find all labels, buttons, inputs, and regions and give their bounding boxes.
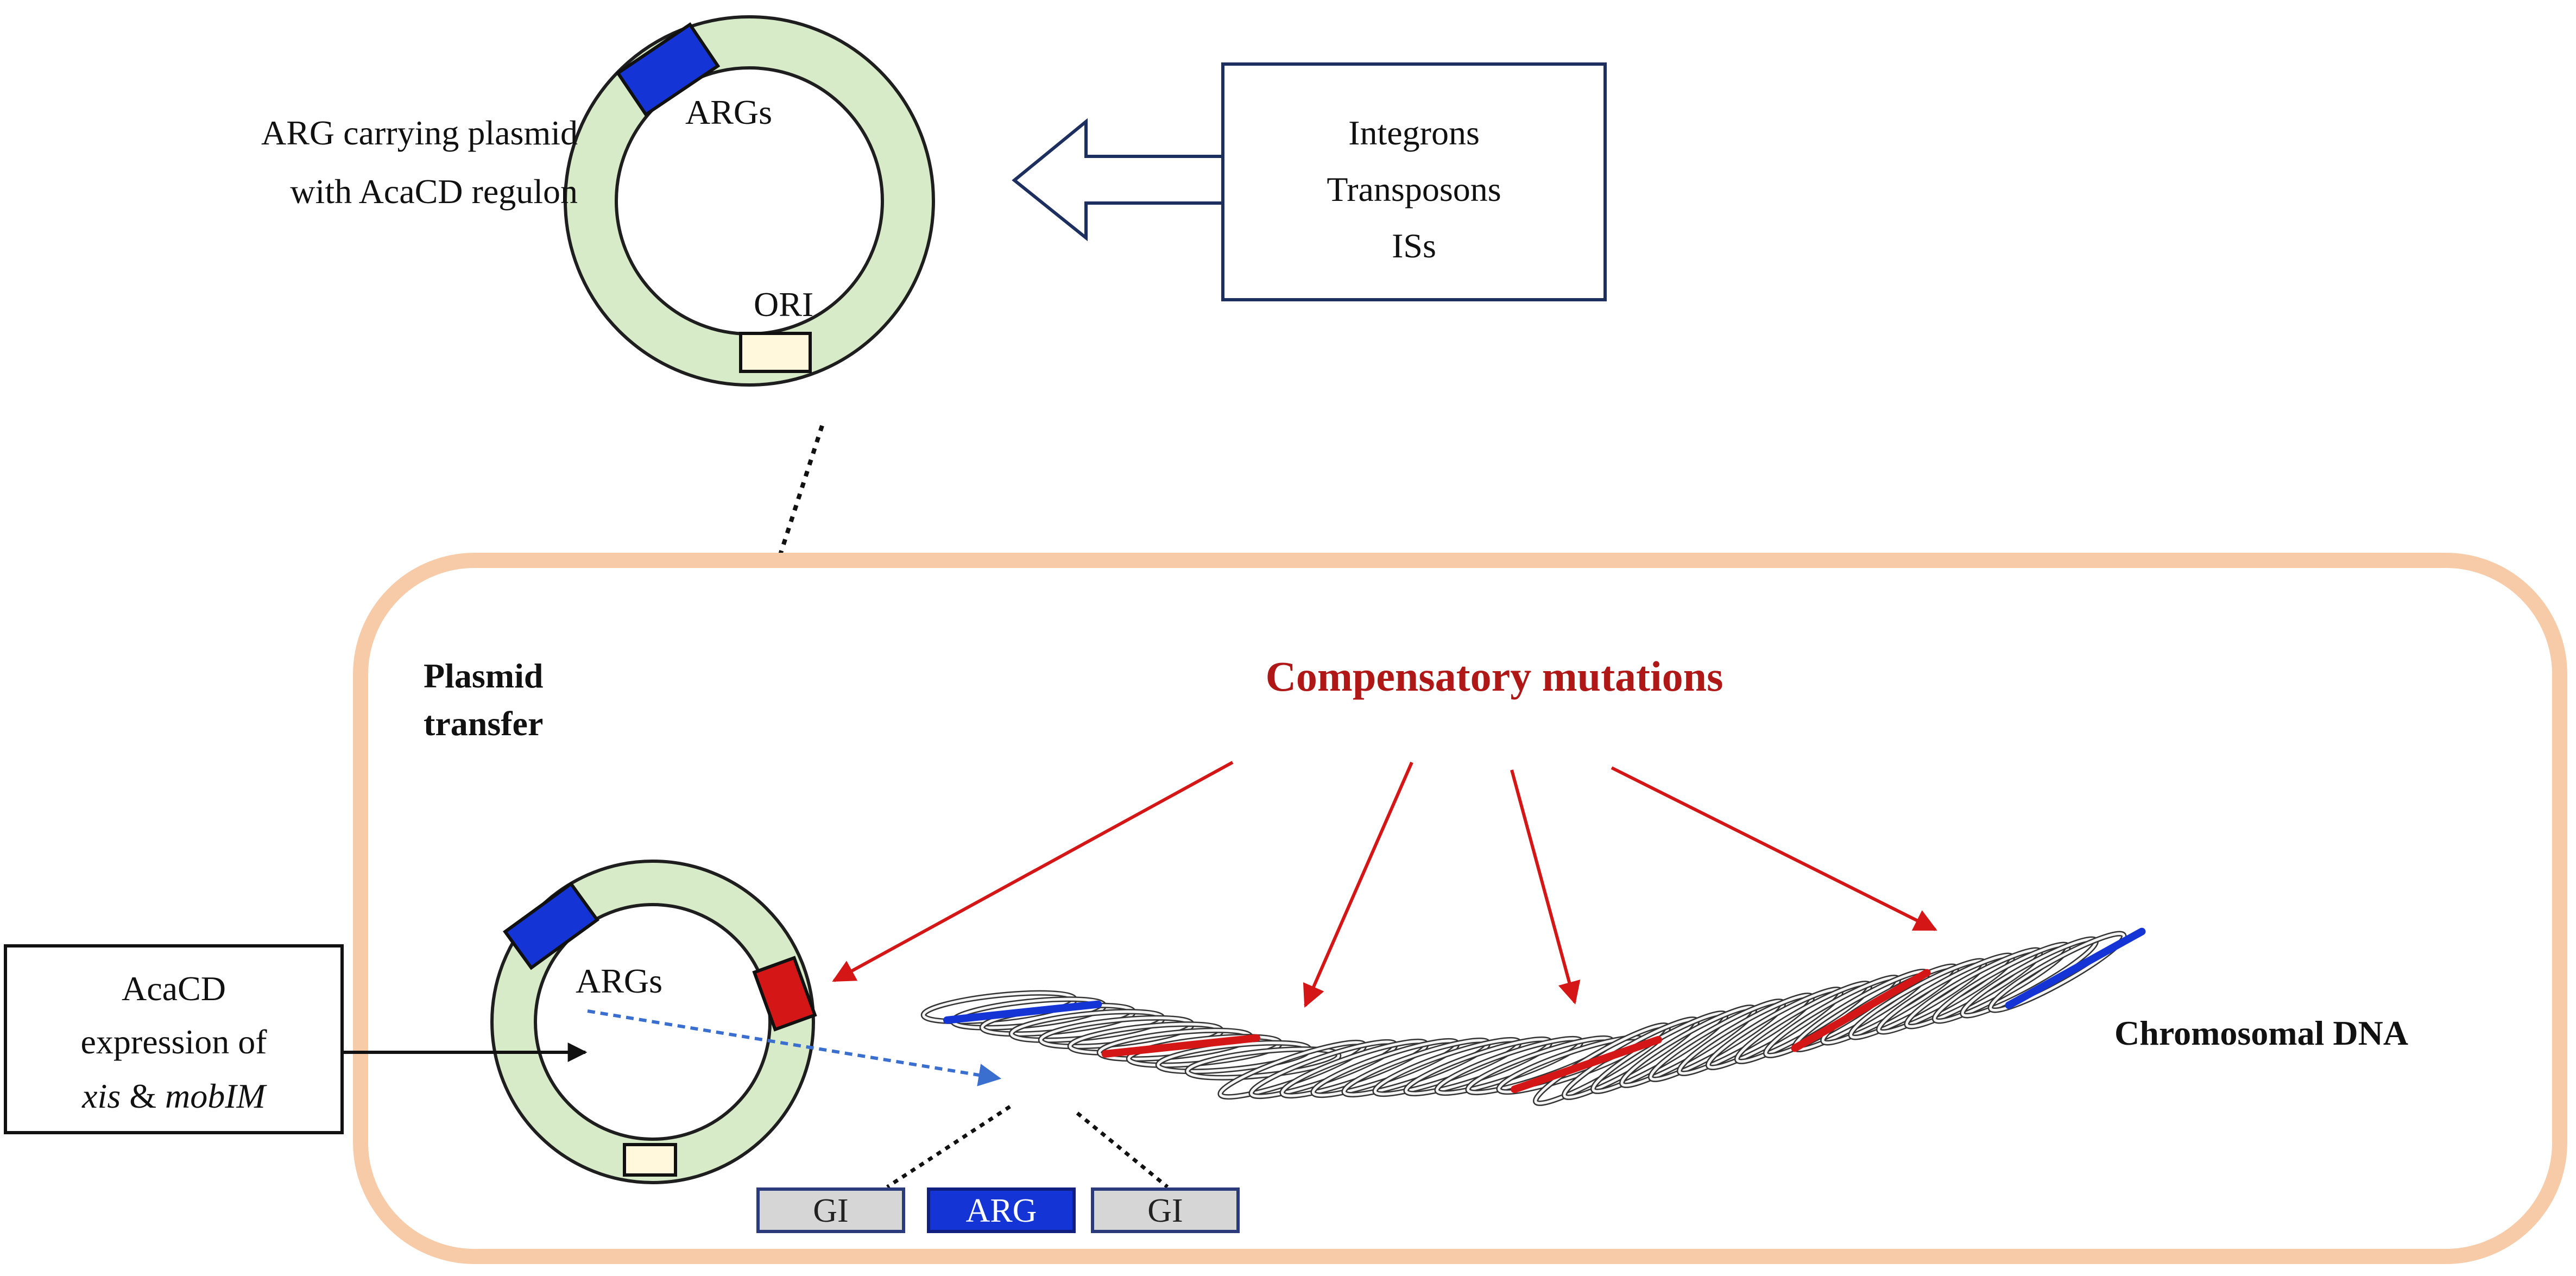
cassette-gi-right-label: GI <box>1147 1192 1183 1229</box>
top-plasmid-arg-segment <box>615 22 721 117</box>
mutation-arrow-plasmid <box>832 761 1234 982</box>
gene-cassette: GI ARG GI <box>756 1187 1240 1233</box>
cassette-pointer-right <box>1076 1111 1169 1189</box>
inner-plasmid-arg-segment <box>503 881 599 970</box>
dna-mutation-mark <box>1791 969 1931 1052</box>
mobile-elements-box <box>1221 62 1607 301</box>
mutation-arrow-site1 <box>1303 761 1413 1008</box>
top-plasmid-ori-segment <box>739 332 812 373</box>
plasmid-transfer-label-line1: Plasmid <box>424 656 543 695</box>
chromosomal-dna-label: Chromosomal DNA <box>2114 1014 2408 1052</box>
expression-box <box>4 944 344 1134</box>
dna-coil <box>1186 1047 1340 1079</box>
top-plasmid-ori-label: ORI <box>754 285 813 324</box>
expression-line2: expression of <box>80 1022 267 1061</box>
inner-plasmid-ori-segment <box>623 1143 677 1177</box>
dna-arg-insertion-mark <box>943 1000 1102 1024</box>
inner-plasmid: ARGs <box>490 860 817 1184</box>
expression-connector: & <box>121 1077 165 1115</box>
cassette-gi-right <box>1091 1187 1240 1233</box>
expression-mobim: mobIM <box>165 1077 268 1115</box>
dna-mutation-mark <box>1511 1035 1662 1094</box>
top-plasmid-arg-label: ARGs <box>685 93 772 131</box>
cassette-pointer-left <box>886 1105 1011 1189</box>
cassette-arg-label: ARG <box>966 1192 1037 1229</box>
expression-line3: xis & mobIM <box>81 1077 267 1115</box>
top-plasmid-caption-line1: ARG carrying plasmid <box>261 113 578 152</box>
plasmid-transfer-arrow <box>680 425 824 850</box>
arg-insertion-arrow <box>587 1009 1002 1087</box>
compensatory-mutations-title: Compensatory mutations <box>1266 653 1723 700</box>
inner-plasmid-mutation-segment <box>752 956 817 1032</box>
mutation-arrow-site3 <box>1611 766 1937 931</box>
cell-boundary <box>353 553 2567 1264</box>
expression-xis: xis <box>81 1077 121 1115</box>
mutation-arrow-site2 <box>1510 769 1581 1005</box>
dna-arg-insertion-mark <box>2005 927 2146 1009</box>
cassette-arg <box>927 1187 1076 1233</box>
cassette-gi-left <box>756 1187 905 1233</box>
hollow-arrow <box>1012 118 1227 242</box>
dna-mutation-mark <box>1101 1034 1260 1058</box>
expression-line1: AcaCD <box>122 969 226 1008</box>
chromosomal-dna-helix <box>920 927 2146 1106</box>
mobile-elements-line1: Integrons <box>1348 113 1480 152</box>
mobile-elements-line2: Transposons <box>1327 170 1501 209</box>
plasmid-transfer-label-line2: transfer <box>424 704 543 743</box>
dna-coil <box>1989 932 2126 1012</box>
cassette-gi-left-label: GI <box>813 1192 848 1229</box>
mobile-elements-line3: ISs <box>1392 226 1436 265</box>
inner-plasmid-arg-label: ARGs <box>576 962 662 1000</box>
top-plasmid-caption-line2: with AcaCD regulon <box>290 172 578 211</box>
top-plasmid: ARGs ORI <box>564 15 935 387</box>
